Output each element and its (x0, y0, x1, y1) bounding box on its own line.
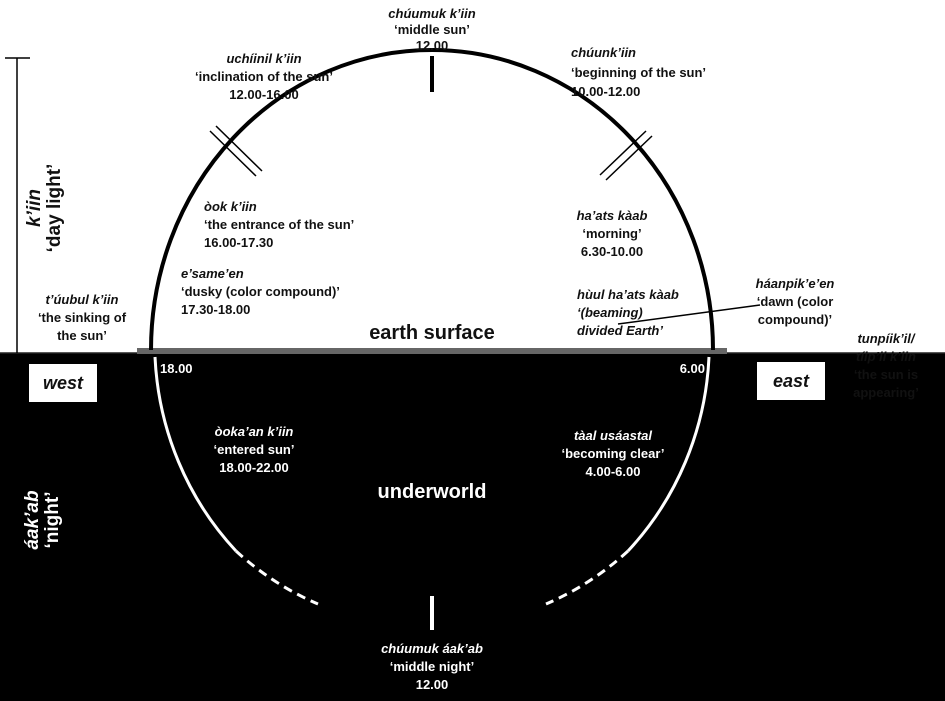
appearing-native-1: tunpíik’il/ (857, 331, 915, 346)
night-native-label: áak’ab (22, 490, 43, 550)
morning-native: ha’ats kàab (577, 208, 648, 223)
hatch-left-a (209, 130, 257, 177)
appearing-group: tunpíik’il/ tíip’il k’iin ‘the sun is ap… (853, 331, 919, 400)
beginning-group: chúunk’iin ‘beginning of the sun’ 10.00-… (571, 45, 706, 99)
midnight-gloss: ‘middle night’ (390, 659, 475, 674)
entrance-gloss: ‘the entrance of the sun’ (204, 217, 354, 232)
morning-group: ha’ats kàab ‘morning’ 6.30-10.00 (577, 208, 648, 259)
time-18-label: 18.00 (160, 361, 193, 376)
sinking-gloss-2: the sun’ (57, 328, 107, 343)
dawn-gloss-2: compound)’ (758, 312, 832, 327)
east-label: east (773, 371, 810, 391)
night-arc-left (153, 356, 238, 553)
beginning-gloss: ‘beginning of the sun’ (571, 65, 706, 80)
sinking-group: t’úubul k’iin ‘the sinking of the sun’ (38, 292, 127, 343)
underworld-label: underworld (378, 481, 487, 503)
clear-gloss: ‘becoming clear’ (561, 446, 664, 461)
clear-group: tàal usáastal ‘becoming clear’ 4.00-6.00 (561, 428, 664, 479)
dusky-time: 17.30-18.00 (181, 302, 250, 317)
noon-native: chúumuk k’iin (388, 6, 475, 21)
inclination-native: uchíinil k’iin (226, 51, 301, 66)
night-arc-right (626, 356, 711, 553)
clear-time: 4.00-6.00 (586, 464, 641, 479)
inclination-time: 12.00-16.00 (229, 87, 298, 102)
earth-surface-label: earth surface (369, 322, 495, 344)
night-arc-left-dashed (234, 549, 319, 606)
entered-group: òoka’an k’iin ‘entered sun’ 18.00-22.00 (214, 424, 295, 475)
morning-gloss: ‘morning’ (582, 226, 641, 241)
midnight-time: 12.00 (416, 677, 449, 692)
beginning-time: 10.00-12.00 (571, 84, 640, 99)
appearing-gloss-1: ‘the sun is (854, 367, 918, 382)
midnight-native: chúumuk áak’ab (381, 641, 483, 656)
clear-native: tàal usáastal (574, 428, 652, 443)
night-gloss-label: ‘night’ (42, 492, 63, 549)
beginning-native: chúunk’iin (571, 45, 636, 60)
noon-time: 12.00 (416, 38, 449, 53)
dawn-native: háanpik’e’en (756, 276, 835, 291)
sinking-gloss-1: ‘the sinking of (38, 310, 127, 325)
beaming-group: hùul ha’ats kàab ‘(beaming) divided Eart… (577, 287, 679, 338)
entered-native: òoka’an k’iin (215, 424, 294, 439)
morning-time: 6.30-10.00 (581, 244, 643, 259)
west-label: west (43, 373, 84, 393)
midnight-group: chúumuk áak’ab ‘middle night’ 12.00 (381, 641, 483, 692)
time-6-label: 6.00 (680, 361, 705, 376)
earth-surface-bar (137, 348, 727, 354)
entrance-group: òok k’iin ‘the entrance of the sun’ 16.0… (204, 199, 354, 250)
dawn-gloss-1: ‘dawn (color (757, 294, 834, 309)
appearing-native-2: tíip’il k’iin (856, 349, 916, 364)
entered-time: 18.00-22.00 (219, 460, 288, 475)
west-box (29, 364, 97, 402)
day-native-label: k’iin (24, 189, 45, 227)
east-box (757, 362, 825, 400)
entered-gloss: ‘entered sun’ (214, 442, 295, 457)
inclination-group: uchíinil k’iin ‘inclination of the sun’ … (195, 51, 333, 102)
dusky-gloss: ‘dusky (color compound)’ (181, 284, 340, 299)
appearing-gloss-2: appearing’ (853, 385, 919, 400)
noon-group: chúumuk k’iin ‘middle sun’ 12.00 (388, 6, 475, 53)
inclination-gloss: ‘inclination of the sun’ (195, 69, 333, 84)
dusky-group: e’same’en ‘dusky (color compound)’ 17.30… (181, 266, 340, 317)
beaming-gloss-2: divided Earth’ (577, 323, 663, 338)
beaming-native: hùul ha’ats kàab (577, 287, 679, 302)
dawn-pointer (617, 304, 761, 325)
underworld-region (0, 353, 945, 701)
sinking-native: t’úubul k’iin (46, 292, 119, 307)
noon-gloss: ‘middle sun’ (394, 22, 470, 37)
hatch-left-b (215, 125, 263, 172)
hatch-right-b (605, 135, 653, 181)
day-gloss-label: ‘day light’ (44, 164, 65, 253)
dawn-group: háanpik’e’en ‘dawn (color compound)’ (756, 276, 835, 327)
dusky-native: e’same’en (181, 266, 244, 281)
hatch-right-a (599, 130, 647, 176)
night-arc-right-dashed (545, 549, 630, 606)
entrance-native: òok k’iin (204, 199, 257, 214)
entrance-time: 16.00-17.30 (204, 235, 273, 250)
day-sun-arc (149, 48, 715, 351)
beaming-gloss-1: ‘(beaming) (577, 305, 643, 320)
